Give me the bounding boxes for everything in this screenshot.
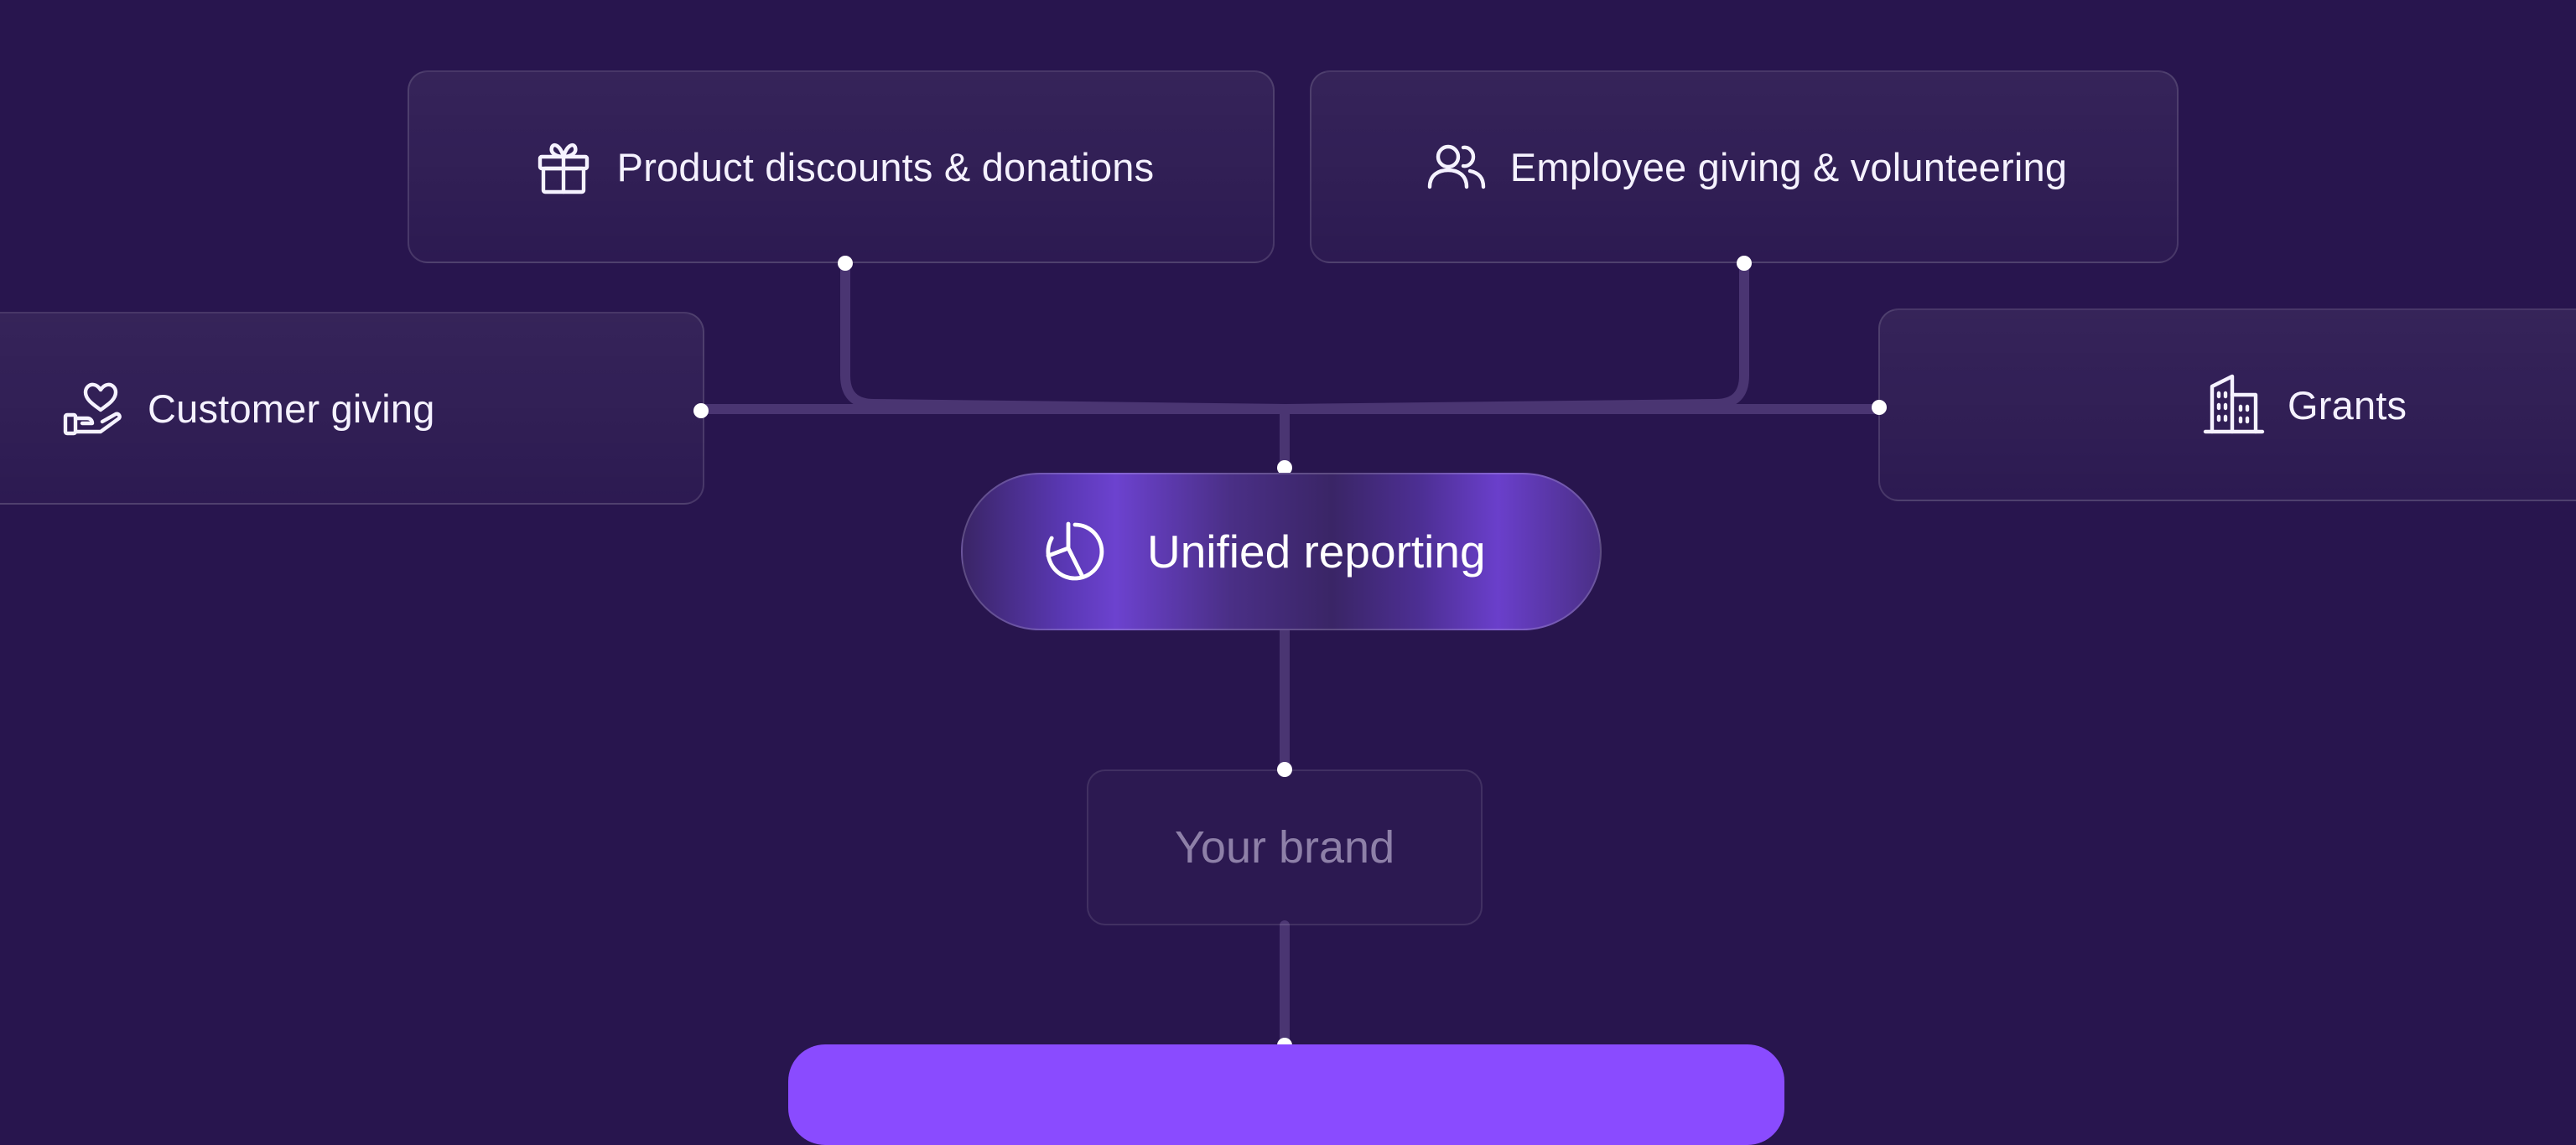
node-label: Employee giving & volunteering xyxy=(1509,144,2068,189)
diagram-canvas: Product discounts & donations Employee g… xyxy=(0,70,2576,1145)
connector-employee xyxy=(1280,258,1749,414)
node-your-brand[interactable]: Your brand xyxy=(1087,769,1483,925)
connector-dot-grants xyxy=(1872,400,1887,415)
node-unified-reporting[interactable]: Unified reporting xyxy=(961,473,1602,630)
pie-chart-icon xyxy=(1040,516,1110,587)
connector-dot-unified-top xyxy=(1277,460,1292,475)
building-icon xyxy=(2199,370,2269,440)
bottom-accent-panel xyxy=(788,1044,1784,1145)
node-label: Unified reporting xyxy=(1147,526,1486,578)
connector-dot-product xyxy=(838,256,853,271)
node-employee-giving[interactable]: Employee giving & volunteering xyxy=(1310,70,2179,263)
node-product-discounts[interactable]: Product discounts & donations xyxy=(408,70,1275,263)
connector-dot-customer xyxy=(693,403,709,418)
connector-dot-brand-top xyxy=(1277,762,1292,777)
node-label: Customer giving xyxy=(148,386,435,431)
connector-product xyxy=(840,258,1290,414)
node-label: Your brand xyxy=(1174,822,1395,873)
gift-icon xyxy=(528,132,599,202)
connector-dot-employee xyxy=(1737,256,1752,271)
people-icon xyxy=(1421,132,1492,202)
node-grants[interactable]: Grants xyxy=(1878,308,2576,501)
hand-heart-icon xyxy=(59,373,129,443)
node-label: Product discounts & donations xyxy=(616,144,1155,189)
node-label: Grants xyxy=(2288,382,2407,427)
connector-lines xyxy=(693,256,1887,1053)
node-customer-giving[interactable]: Customer giving xyxy=(0,312,704,505)
